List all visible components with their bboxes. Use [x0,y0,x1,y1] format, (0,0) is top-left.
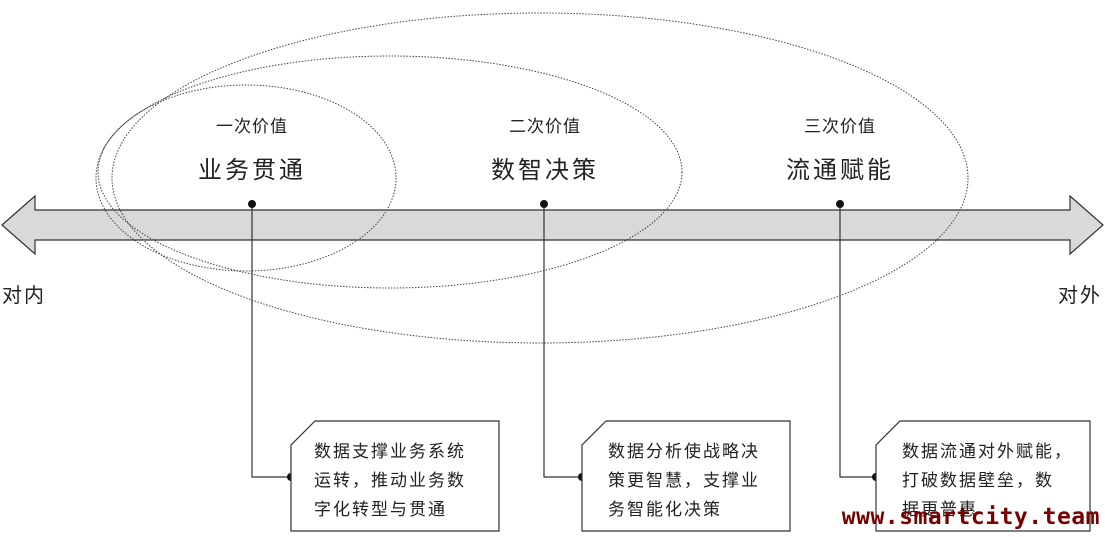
stage-2-title: 数智决策 [491,156,599,184]
stage-1-title: 业务贯通 [198,156,306,184]
note-2-line-2: 策更智慧，支撑业 [608,471,760,491]
note-box-2 [581,420,791,532]
stage-3-title: 流通赋能 [786,156,894,184]
label-outward: 对外 [1058,283,1102,307]
stage-3-level: 三次价值 [804,117,876,137]
label-inward: 对内 [2,283,46,307]
watermark: www.smartcity.team [842,504,1100,530]
connector-dot-2-top [540,200,548,208]
double-arrow [1,194,1104,256]
ellipse-tier-2 [97,55,683,289]
note-3-line-1: 数据流通对外赋能， [902,442,1073,462]
note-1-line-1: 数据支撑业务系统 [314,442,466,462]
stage-2-level: 二次价值 [509,117,581,137]
note-2-line-1: 数据分析使战略决 [608,441,760,462]
stage-1-level: 一次价值 [216,117,288,137]
note-box-3 [875,420,1091,532]
ellipse-tier-1 [95,84,397,272]
note-box-1 [290,420,500,532]
ellipse-tier-3 [111,12,969,344]
note-1-line-3: 字化转型与贯通 [314,500,447,520]
note-3-line-3: 据更普惠 [902,500,978,520]
connector-2 [543,204,582,478]
note-1-line-2: 运转，推动业务数 [314,471,466,491]
connector-dot-3-top [836,200,844,208]
connector-dot-1-top [248,200,256,208]
note-2-line-3: 务智能化决策 [608,500,722,520]
connector-3 [839,204,876,478]
connector-1 [251,204,291,478]
note-3-line-2: 打破数据壁垒，数 [902,471,1054,491]
